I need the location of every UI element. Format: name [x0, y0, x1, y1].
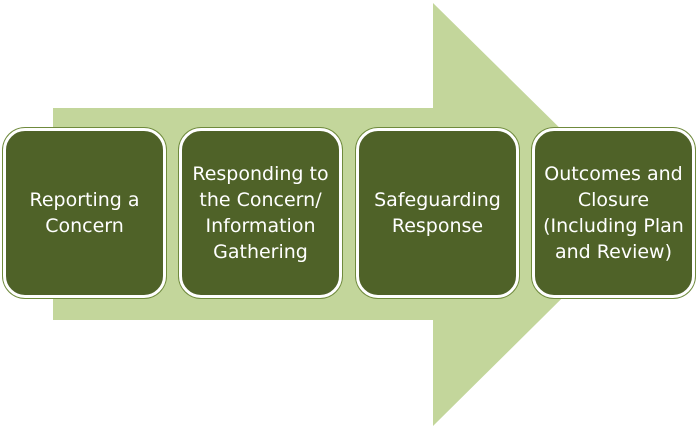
step-label: Responding to the Concern/ Information G…: [192, 163, 329, 263]
step-outcomes-and-closure: Outcomes and Closure (Including Plan and…: [532, 128, 695, 298]
step-responding-to-the-concern: Responding to the Concern/ Information G…: [179, 128, 342, 298]
arrow-shape: [53, 3, 647, 426]
step-safeguarding-response: Safeguarding Response: [356, 128, 519, 298]
step-label: Safeguarding Response: [374, 189, 501, 237]
step-label: Reporting a Concern: [29, 189, 140, 237]
step-reporting-a-concern: Reporting a Concern: [3, 128, 166, 298]
step-label: Outcomes and Closure (Including Plan and…: [543, 163, 684, 263]
